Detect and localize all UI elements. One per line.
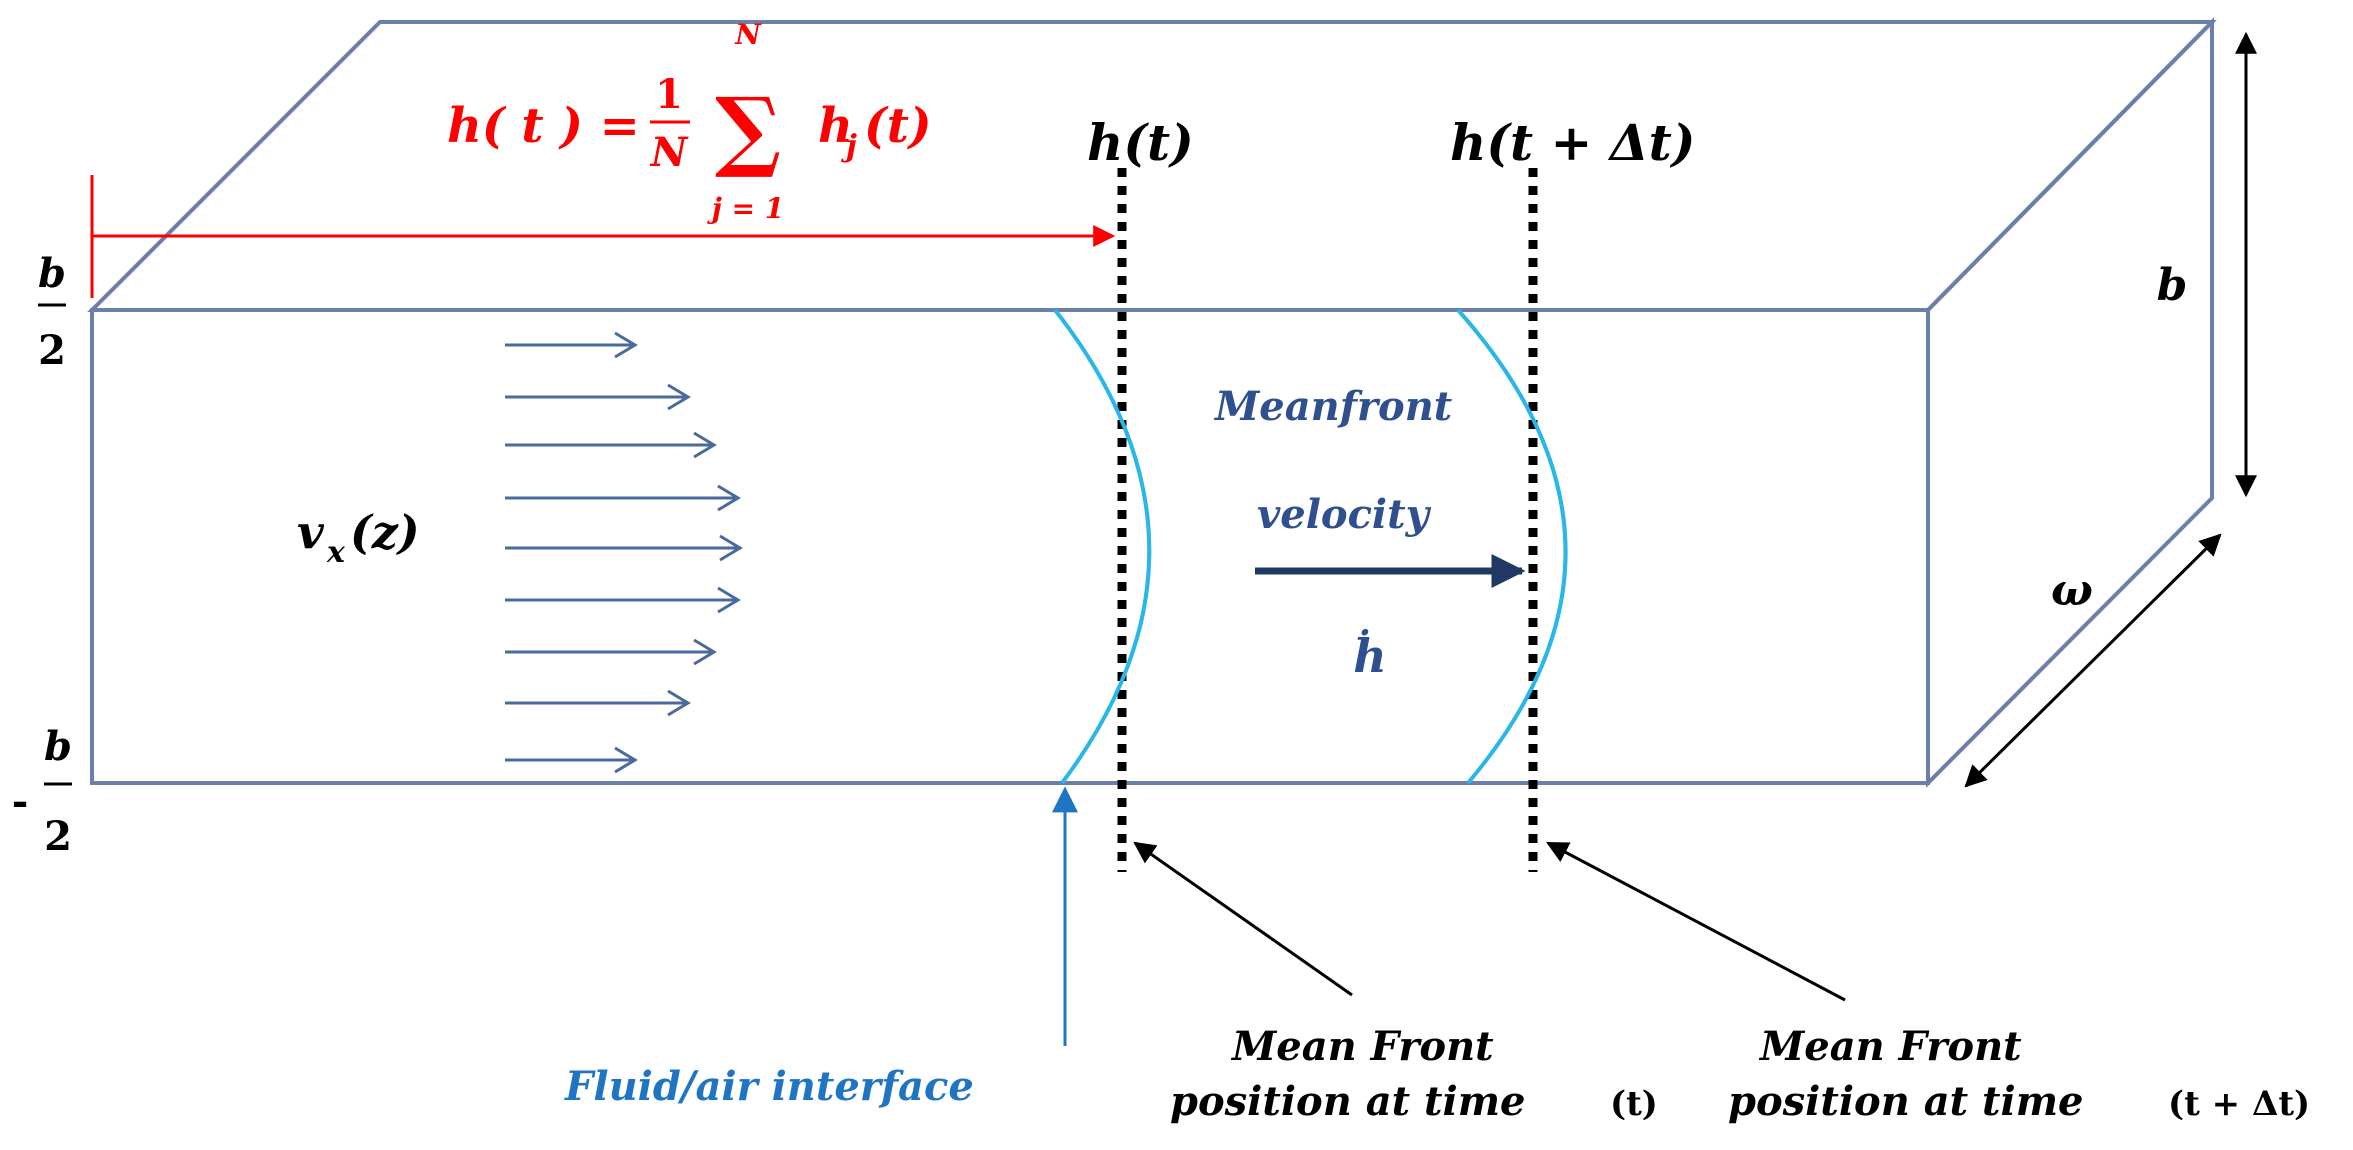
label-b-half-top: b 2 <box>38 250 66 374</box>
label-h-t-dt: h(t + Δt) <box>1450 113 1695 172</box>
label-h-t: h(t) <box>1087 113 1194 172</box>
formula-sum-lower: j = 1 <box>707 192 785 225</box>
formula-lhs: h( t ) = <box>447 98 640 154</box>
mf2-line1: Mean Front <box>1758 1023 2022 1070</box>
label-velocity: velocity <box>1257 491 1432 538</box>
interface-curve-t-dt <box>1456 308 1568 785</box>
vx-sub: x <box>326 535 346 570</box>
channel-box <box>87 17 2217 788</box>
interface-curve-t <box>1053 308 1152 785</box>
pointer-mean-front-t-dt <box>1546 841 1846 1002</box>
formula-term: h <box>818 98 853 154</box>
b-half-bottom-sign: - <box>12 778 29 825</box>
vx-arg: (z) <box>350 505 420 559</box>
box-right-face <box>1926 17 2214 788</box>
flow-arrow <box>505 484 741 512</box>
mf1-arg: (t) <box>1610 1084 1658 1124</box>
mf2-arg: (t + Δt) <box>2168 1084 2310 1124</box>
label-b-half-bottom: - b 2 <box>12 723 72 860</box>
red-length-marker <box>90 175 1116 298</box>
vx-main: v <box>297 505 325 559</box>
flow-arrow <box>505 746 638 774</box>
velocity-label: v x (z) <box>297 505 420 570</box>
b-half-bottom-den: 2 <box>44 813 72 860</box>
velocity-profile <box>505 331 743 774</box>
label-b-right: b <box>2157 260 2188 311</box>
mean-front-label-t: Mean Front position at time (t) <box>1170 1023 1658 1125</box>
pointer-mean-front-t <box>1133 841 1353 997</box>
formula-sum-symbol: ∑ <box>715 77 781 181</box>
mean-front-label-t-dt: Mean Front position at time (t + Δt) <box>1728 1023 2310 1125</box>
mf1-line2: position at time <box>1170 1078 1526 1125</box>
label-hdot: ḣ <box>1353 628 1386 683</box>
formula-sum-upper: N <box>734 18 762 51</box>
label-omega: ω <box>2051 565 2093 616</box>
label-fluid-air-interface: Fluid/air interface <box>564 1063 974 1110</box>
mean-height-formula: h( t ) = 1 N ∑ N j = 1 h j (t) <box>447 18 932 225</box>
flow-arrow <box>505 331 638 359</box>
formula-frac-den: N <box>649 129 689 176</box>
flow-arrow <box>505 689 691 717</box>
b-half-top-num: b <box>38 250 66 297</box>
flow-arrow <box>505 638 717 666</box>
flow-arrow <box>505 534 743 562</box>
b-half-top-den: 2 <box>38 327 66 374</box>
flow-arrow <box>505 383 691 411</box>
label-meanfront: Meanfront <box>1213 383 1453 430</box>
mf2-line2: position at time <box>1728 1078 2084 1125</box>
formula-frac-num: 1 <box>655 71 683 118</box>
b-half-bottom-num: b <box>44 723 72 770</box>
flow-arrow <box>505 431 717 459</box>
formula-term-arg: (t) <box>864 98 932 154</box>
flow-arrow <box>505 586 741 614</box>
width-omega-arrow <box>1964 533 2222 788</box>
mf1-line1: Mean Front <box>1230 1023 1494 1070</box>
